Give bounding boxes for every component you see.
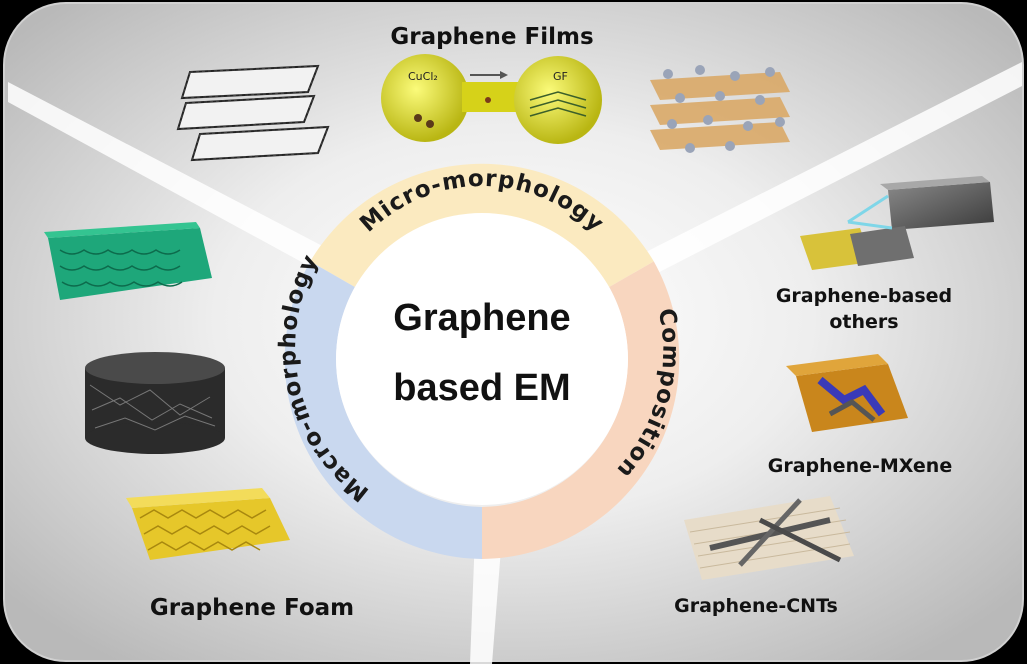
stacked-graphene-sheets-image	[176, 64, 330, 162]
ring-segment-composition	[482, 261, 680, 559]
composite-film-image	[650, 65, 790, 153]
label-graphene-foam: Graphene Foam	[150, 595, 354, 621]
center-title-line1: Graphene	[393, 297, 570, 339]
ring-segment-micro	[310, 163, 654, 287]
ring-center-disc	[336, 213, 628, 505]
graphene-cnts-image	[684, 496, 854, 580]
label-graphene-cnts: Graphene-CNTs	[674, 595, 838, 617]
label-graphene-based-line1: Graphene-based	[776, 285, 952, 307]
green-foam-block-image	[44, 222, 212, 300]
graphene-mxene-image	[786, 354, 908, 432]
cucl2-intercalation-image: CuCl₂ GF	[381, 54, 602, 144]
label-graphene-films: Graphene Films	[390, 24, 593, 50]
ring	[284, 163, 680, 559]
label-graphene-mxene: Graphene-MXene	[768, 455, 952, 477]
divider-beam-top-right	[626, 62, 1022, 282]
label-cucl2: CuCl₂	[408, 70, 438, 83]
graphene-based-others-image	[800, 176, 994, 270]
label-gf: GF	[553, 70, 568, 83]
divider-beam-top-left	[8, 82, 334, 272]
label-graphene-based-line2: others	[829, 311, 898, 333]
ring-segment-macro	[284, 261, 482, 559]
black-foam-cylinder-image	[85, 352, 225, 454]
center-title-line2: based EM	[393, 367, 570, 409]
yellow-foam-block-image	[126, 488, 290, 560]
